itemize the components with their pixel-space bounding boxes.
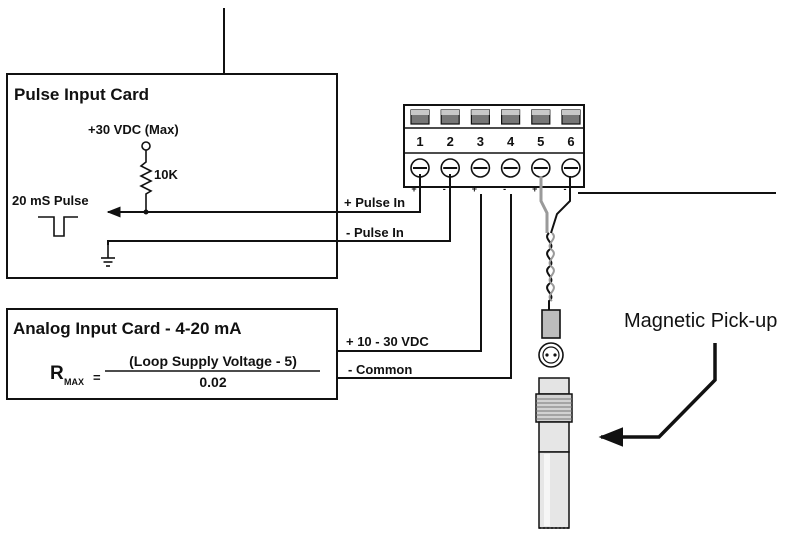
terminal-block-body bbox=[403, 104, 585, 188]
terminal-number: 1 bbox=[416, 134, 423, 149]
terminal-number: 6 bbox=[567, 134, 574, 149]
pulse-input-card: Pulse Input Card +30 VDC (Max) 10K 20 mS… bbox=[6, 73, 338, 279]
terminal-polarity: - bbox=[503, 184, 506, 194]
wire-common bbox=[337, 194, 512, 379]
wiring: + Pulse In - Pulse In + 10 - 30 VDC - Co… bbox=[106, 174, 512, 379]
terminal-2: 2- bbox=[440, 109, 461, 194]
analog-card-title: Analog Input Card - 4-20 mA bbox=[13, 319, 242, 338]
analog-card-border bbox=[6, 308, 338, 400]
resistor-label: 10K bbox=[154, 167, 178, 182]
terminal-number: 4 bbox=[507, 134, 515, 149]
formula-denominator: 0.02 bbox=[199, 374, 226, 390]
pulse-in-minus-label: - Pulse In bbox=[346, 225, 404, 240]
formula-subscript: MAX bbox=[64, 377, 84, 387]
pickup-label: Magnetic Pick-up bbox=[624, 310, 777, 332]
terminal-1: 1+ bbox=[410, 109, 430, 194]
wire-pulse-in-minus bbox=[107, 174, 451, 245]
formula-symbol: R bbox=[50, 363, 64, 384]
supply-terminal-icon bbox=[141, 141, 151, 151]
common-wire-label: - Common bbox=[348, 362, 412, 377]
terminal-4: 4- bbox=[500, 109, 521, 194]
pulse-card-border bbox=[6, 73, 338, 279]
terminal-5: 5+ bbox=[530, 109, 551, 194]
terminal-polarity: - bbox=[564, 184, 567, 194]
terminal-3: 3+ bbox=[470, 109, 491, 194]
pulse-in-plus-label: + Pulse In bbox=[344, 195, 405, 210]
magnetic-pickup-icon bbox=[535, 176, 573, 529]
supply-voltage-label: +30 VDC (Max) bbox=[88, 122, 179, 137]
terminal-number: 5 bbox=[537, 134, 544, 149]
terminal-6: 6- bbox=[561, 109, 581, 194]
terminal-polarity: + bbox=[411, 184, 416, 194]
pulse-label: 20 mS Pulse bbox=[12, 193, 89, 208]
terminal-number: 3 bbox=[477, 134, 484, 149]
pulse-card-title: Pulse Input Card bbox=[14, 85, 149, 104]
terminal-block: 1+2-3+4-5+6- bbox=[403, 104, 585, 194]
wire-pulse-in-plus bbox=[106, 174, 421, 218]
ground-icon bbox=[101, 257, 115, 267]
terminal-polarity: - bbox=[443, 184, 446, 194]
formula-numerator: (Loop Supply Voltage - 5) bbox=[129, 353, 297, 369]
terminal-polarity: + bbox=[532, 184, 537, 194]
supply-wire-label: + 10 - 30 VDC bbox=[346, 334, 429, 349]
resistor-icon bbox=[139, 150, 153, 212]
wire-supply bbox=[337, 194, 482, 352]
pickup-pointer-arrow bbox=[598, 343, 717, 447]
formula-equals: = bbox=[93, 370, 101, 385]
terminal-number: 2 bbox=[447, 134, 454, 149]
terminal-polarity: + bbox=[472, 184, 477, 194]
analog-input-card: Analog Input Card - 4-20 mA R MAX = (Loo… bbox=[6, 308, 338, 400]
pulse-waveform-icon bbox=[38, 216, 78, 237]
